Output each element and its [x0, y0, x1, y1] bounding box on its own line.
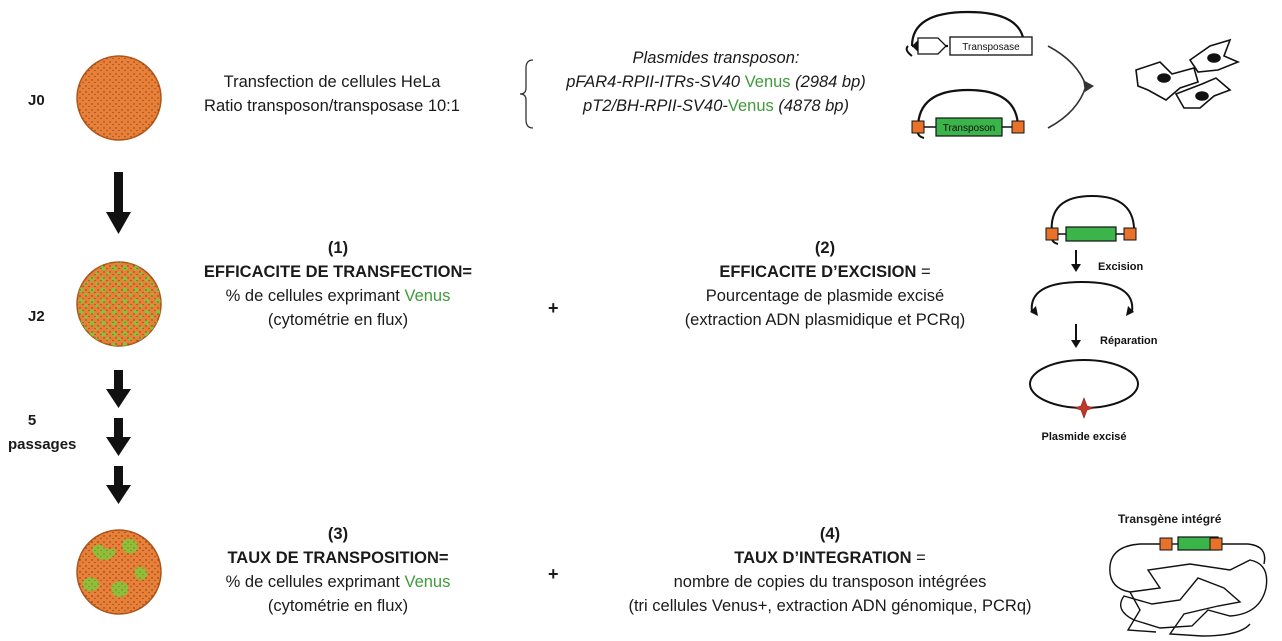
plasmid-1: pFAR4-RPII-ITRs-SV40 Venus (2984 bp) — [566, 73, 866, 91]
excision-diagram: Excision Réparation Plasmide excisé — [1029, 194, 1158, 443]
down-arrow-icon — [1071, 250, 1081, 272]
plus-sign: + — [548, 298, 559, 318]
measure-4-title: TAUX D’INTEGRATION = — [734, 549, 926, 567]
measure-4-number: (4) — [819, 525, 841, 543]
measure-1-number: (1) — [327, 239, 349, 257]
measure-2-line2: Pourcentage de plasmide excisé — [705, 287, 945, 305]
integrated-transgene-label: Transgène intégré — [1118, 512, 1222, 526]
down-arrow-icon — [106, 370, 131, 408]
excision-label: Excision — [1098, 261, 1144, 273]
excised-plasmid-label: Plasmide excisé — [1041, 431, 1126, 443]
passages-label: passages — [8, 436, 77, 453]
transfection-text: Transfection de cellules HeLa Ratio tran… — [182, 70, 482, 118]
transposase-label: Transposase — [962, 42, 1020, 53]
bracket — [519, 59, 534, 129]
hela-cells — [1135, 38, 1241, 109]
measure-2-title: EFFICACITE D’EXCISION = — [719, 263, 931, 281]
day-label-j0: J0 — [28, 92, 45, 109]
plasmid-diagrams: Transposase Transposon — [905, 10, 1241, 139]
open-plasmid — [1030, 280, 1134, 316]
measure-2-number: (2) — [814, 239, 836, 257]
measure-2-line3: (extraction ADN plasmidique et PCRq) — [684, 311, 966, 329]
day-label-j2: J2 — [28, 308, 45, 325]
measure-1-line2: % de cellules exprimant Venus — [225, 287, 451, 305]
measure-4-line3: (tri cellules Venus+, extraction ADN gén… — [628, 597, 1032, 615]
measure-2: (2) EFFICACITE D’EXCISION = Pourcentage … — [630, 236, 1020, 332]
measure-3-title: TAUX DE TRANSPOSITION= — [227, 549, 449, 567]
measure-1-line3: (cytométrie en flux) — [267, 311, 409, 329]
down-arrow-icon — [106, 418, 131, 456]
measure-3: (3) TAUX DE TRANSPOSITION= % de cellules… — [178, 522, 498, 618]
measure-4-line2: nombre de copies du transposon intégrées — [673, 573, 987, 591]
passages-count: 5 — [27, 412, 37, 429]
cell-column — [76, 55, 162, 615]
transposon-label: Transposon — [943, 123, 995, 134]
repaired-plasmid — [1029, 359, 1139, 419]
plasmid-with-transposon — [1045, 194, 1137, 245]
plus-sign: + — [548, 564, 559, 584]
plasmid-2: pT2/BH-RPII-SV40-Venus (4878 bp) — [583, 97, 849, 115]
transfection-line2: Ratio transposon/transposase 10:1 — [204, 97, 460, 115]
measure-4: (4) TAUX D’INTEGRATION = nombre de copie… — [600, 522, 1060, 618]
cell-final — [76, 529, 162, 615]
cell-j2 — [76, 261, 162, 347]
down-arrow-icon — [106, 172, 131, 234]
plasmids-text: Plasmides transposon: pFAR4-RPII-ITRs-SV… — [536, 46, 896, 118]
measure-1: (1) EFFICACITE DE TRANSFECTION= % de cel… — [178, 236, 498, 332]
cell-j0 — [76, 55, 162, 141]
transposase-plasmid: Transposase — [905, 10, 1033, 57]
transposon-plasmid: Transposon — [911, 88, 1025, 139]
integrated-transgene-diagram — [1109, 536, 1268, 637]
merge-arrow-icon — [1047, 45, 1094, 129]
measure-3-number: (3) — [327, 525, 349, 543]
measure-3-line3: (cytométrie en flux) — [267, 597, 409, 615]
measure-1-title: EFFICACITE DE TRANSFECTION= — [203, 263, 473, 281]
plasmids-title: Plasmides transposon: — [632, 49, 800, 67]
reparation-label: Réparation — [1100, 335, 1158, 347]
measure-3-line2: % de cellules exprimant Venus — [225, 573, 451, 591]
down-arrow-icon — [106, 466, 131, 504]
transfection-line1: Transfection de cellules HeLa — [223, 73, 441, 91]
down-arrow-icon — [1071, 324, 1081, 348]
